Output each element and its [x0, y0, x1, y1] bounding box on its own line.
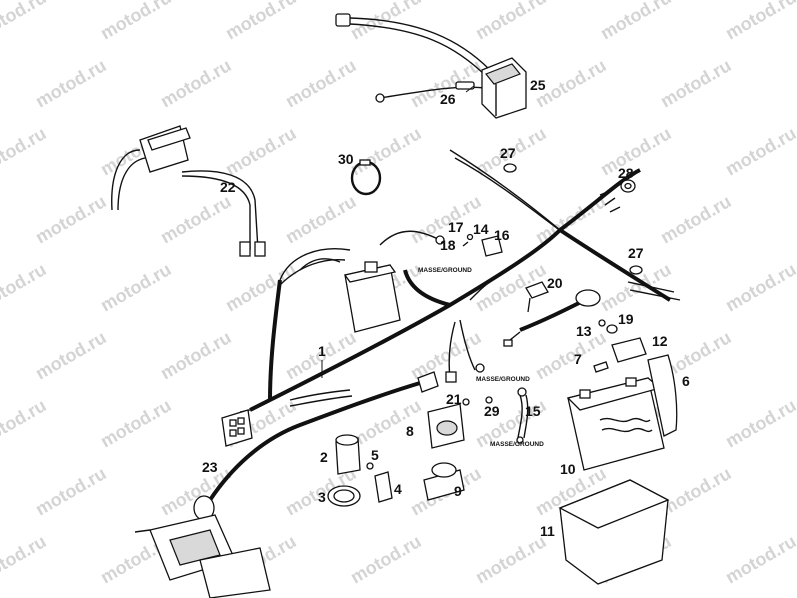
callout-7: 7 [574, 351, 582, 367]
watermark-text: motod.ru [722, 531, 797, 587]
callout-17: 17 [448, 219, 464, 235]
watermark-text: motod.ru [597, 0, 675, 43]
watermark-text: motod.ru [32, 327, 110, 383]
ground-cable-part [462, 387, 529, 444]
callout-23: 23 [202, 459, 218, 475]
watermark-text: motod.ru [157, 55, 235, 111]
callout-2: 2 [320, 449, 328, 465]
watermark-text: motod.ru [722, 259, 797, 315]
callout-26: 26 [440, 91, 456, 107]
callout-28: 28 [618, 165, 634, 181]
callout-8: 8 [406, 423, 414, 439]
callout-14: 14 [473, 221, 489, 237]
battery-part [566, 377, 665, 471]
callout-13: 13 [576, 323, 592, 339]
callout-18: 18 [440, 237, 456, 253]
watermark-text: motod.ru [222, 123, 300, 179]
watermark-text: motod.ru [97, 259, 175, 315]
watermark-text: motod.ru [347, 123, 425, 179]
ignition-coil-part [111, 125, 266, 257]
watermark-text: motod.ru [282, 191, 360, 247]
watermark-text: motod.ru [282, 55, 360, 111]
callout-30: 30 [338, 151, 354, 167]
callout-11: 11 [540, 523, 555, 539]
callout-10: 10 [560, 461, 576, 477]
watermark-text: motod.ru [0, 123, 50, 179]
callout-29: 29 [484, 403, 500, 419]
main-wiring-harness-part [239, 149, 681, 413]
watermark-text: motod.ru [157, 327, 235, 383]
starter-motor-part [134, 514, 271, 598]
callout-5: 5 [371, 447, 379, 463]
watermark-text: motod.ru [0, 259, 50, 315]
watermark-text: motod.ru [97, 0, 175, 43]
watermark-text: motod.ru [657, 191, 735, 247]
watermark-text: motod.ru [472, 0, 550, 43]
fuse-holder-part [503, 281, 601, 347]
ground-label-3: MASSE/GROUND [490, 441, 544, 448]
watermark-text: motod.ru [347, 0, 425, 43]
callout-1: 1 [318, 343, 326, 359]
callout-6: 6 [682, 373, 690, 389]
callout-25: 25 [530, 77, 546, 93]
watermark-text: motod.ru [657, 463, 735, 519]
capacitor-part [327, 434, 393, 507]
battery-strap-part [593, 337, 647, 373]
grommet-part [503, 163, 643, 275]
watermark-text: motod.ru [532, 327, 610, 383]
ground-label-2: MASSE/GROUND [476, 376, 530, 383]
horn-part [423, 403, 465, 501]
callout-20: 20 [547, 275, 563, 291]
watermark-text: motod.ru [32, 191, 110, 247]
watermark-text: motod.ru [722, 395, 797, 451]
watermark-text: motod.ru [32, 55, 110, 111]
bolt-nut-part [598, 319, 618, 334]
ground-label-1: MASSE/GROUND [418, 267, 472, 274]
cdi-unit-part [343, 261, 401, 333]
battery-box-part [558, 479, 670, 585]
callout-15: 15 [525, 403, 541, 419]
watermark-text: motod.ru [32, 463, 110, 519]
watermark-text: motod.ru [0, 531, 50, 587]
watermark-text: motod.ru [722, 123, 797, 179]
callout-12: 12 [652, 333, 668, 349]
watermark-text: motod.ru [157, 191, 235, 247]
watermark-text: motod.ru [0, 0, 50, 43]
watermark-text: motod.ru [222, 0, 300, 43]
callout-21: 21 [446, 391, 462, 407]
watermark-text: motod.ru [472, 531, 550, 587]
callout-3: 3 [318, 489, 326, 505]
callout-layer: 1 2 3 4 5 6 7 8 9 10 11 12 13 14 15 16 1… [202, 77, 690, 539]
starter-cable-part [193, 371, 439, 521]
voltage-regulator-part [335, 13, 527, 119]
callout-22: 22 [220, 179, 236, 195]
callout-27b: 27 [628, 245, 644, 261]
watermark-text: motod.ru [0, 395, 50, 451]
clamp-ring-part [350, 159, 382, 196]
callout-27a: 27 [500, 145, 516, 161]
watermark-text: motod.ru [722, 0, 797, 43]
relay-part [462, 233, 503, 257]
watermark-text: motod.ru [657, 55, 735, 111]
battery-cover-part [647, 354, 678, 437]
harness-connector-part [221, 409, 253, 447]
callout-19: 19 [618, 311, 634, 327]
callout-4: 4 [394, 481, 402, 497]
watermark-text: motod.ru [97, 395, 175, 451]
watermark-text: motod.ru [347, 531, 425, 587]
callout-16: 16 [494, 227, 510, 243]
callout-9: 9 [454, 483, 462, 499]
